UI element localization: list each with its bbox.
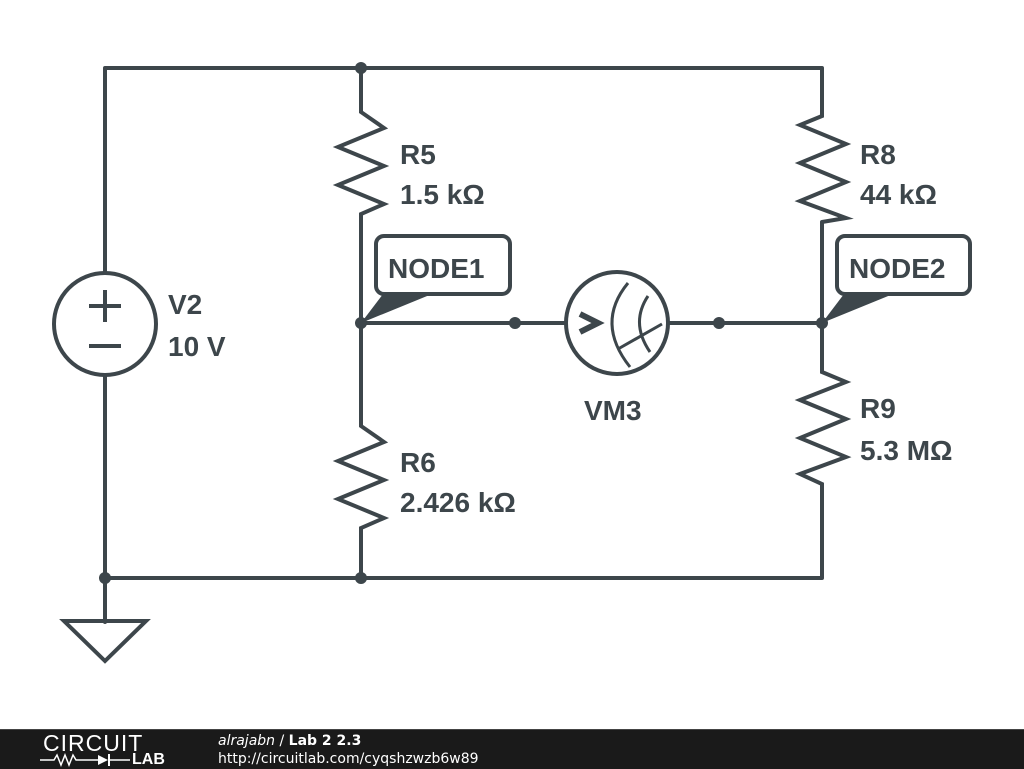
- meter-arrow-icon: [578, 311, 605, 335]
- voltage-source-v2[interactable]: V2 10 V: [52, 271, 226, 377]
- wire-top: [103, 66, 824, 274]
- node-label-node2[interactable]: NODE2: [822, 234, 972, 323]
- resistor-r5[interactable]: R5 1.5 kΩ: [332, 110, 485, 222]
- node2-label: NODE2: [849, 253, 945, 284]
- r9-name: R9: [860, 393, 896, 424]
- node-tag-pointer: [822, 294, 893, 323]
- r6-value: 2.426 kΩ: [400, 487, 516, 518]
- resistor-icon: [332, 110, 390, 222]
- resistor-icon: [794, 370, 852, 486]
- author-link[interactable]: alrajabn: [218, 733, 276, 749]
- voltmeter-icon: [564, 270, 670, 376]
- wire-left-bottom: [103, 374, 824, 580]
- resistor-diode-logo-icon: [40, 753, 130, 767]
- logo-text-lab: LAB: [132, 751, 165, 768]
- meta-separator: /: [275, 733, 289, 749]
- node-tag-pointer: [361, 294, 432, 323]
- circuit-url[interactable]: http://circuitlab.com/cyqshzwzb6w89: [218, 751, 479, 767]
- node1-label: NODE1: [388, 253, 484, 284]
- resistor-icon: [794, 114, 854, 224]
- v2-name: V2: [168, 289, 202, 320]
- junction-dot: [713, 317, 725, 329]
- resistor-r8[interactable]: R8 44 kΩ: [794, 114, 937, 224]
- r6-name: R6: [400, 447, 436, 478]
- resistor-r9[interactable]: R9 5.3 MΩ: [794, 370, 952, 486]
- voltmeter-vm3[interactable]: VM3: [564, 270, 670, 426]
- node-label-node1[interactable]: NODE1: [361, 234, 512, 323]
- voltage-source-icon: [52, 271, 158, 377]
- node-tag-box: [374, 234, 512, 296]
- v2-value: 10 V: [168, 331, 226, 362]
- circuit-title[interactable]: Lab 2 2.3: [288, 733, 362, 749]
- logo-text-circuit: CIRCUIT: [43, 730, 144, 756]
- ground-symbol[interactable]: [59, 619, 151, 664]
- vm3-name: VM3: [584, 395, 642, 426]
- r8-value: 44 kΩ: [860, 179, 937, 210]
- resistor-r6[interactable]: R6 2.426 kΩ: [332, 424, 516, 530]
- r9-value: 5.3 MΩ: [860, 435, 952, 466]
- circuitlab-logo[interactable]: CIRCUIT LAB: [40, 730, 180, 768]
- schematic-canvas: V2 10 V R5 1.5 kΩ R6 2.426 kΩ R8 44 kΩ R…: [52, 62, 972, 664]
- r5-value: 1.5 kΩ: [400, 179, 485, 210]
- circuit-meta: alrajabn / Lab 2 2.3 http://circuitlab.c…: [218, 732, 479, 768]
- footer-bar: CIRCUIT LAB alrajabn / Lab 2 2.3 http://…: [0, 729, 1024, 769]
- junction-dot: [355, 572, 367, 584]
- r5-name: R5: [400, 139, 436, 170]
- junction-dot: [509, 317, 521, 329]
- meter-scale-icon: [610, 282, 632, 368]
- meter-scale-icon: [638, 295, 652, 353]
- resistor-icon: [332, 424, 390, 530]
- r8-name: R8: [860, 139, 896, 170]
- junction-dot: [99, 572, 111, 584]
- node-tag-box: [835, 234, 972, 296]
- ground-icon: [59, 619, 151, 664]
- meter-needle-icon: [617, 322, 663, 351]
- junction-dot: [355, 62, 367, 74]
